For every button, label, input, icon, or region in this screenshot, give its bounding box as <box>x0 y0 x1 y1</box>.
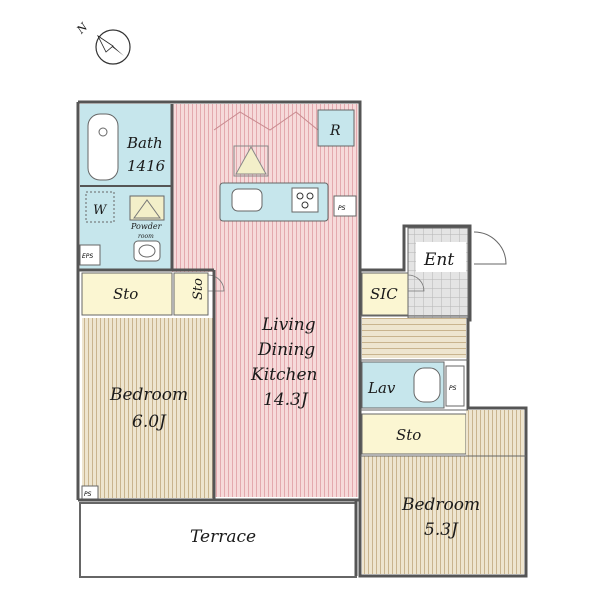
bedroom-right-size: 5.3J <box>424 520 459 540</box>
compass: N <box>74 20 131 65</box>
bath-size: 1416 <box>127 157 166 175</box>
sto-left-label: Sto <box>113 285 138 303</box>
sic <box>361 272 409 316</box>
sic-label: SIC <box>370 285 398 303</box>
bedroom-left-floor <box>82 318 214 498</box>
terrace <box>79 502 357 578</box>
ldk-size: 14.3J <box>263 390 309 410</box>
refrigerator-label: R <box>329 123 341 139</box>
toilet-icon <box>413 367 441 403</box>
powder-room-line1: Powder <box>130 222 163 231</box>
corridor <box>362 318 466 358</box>
bedroom-left-name: Bedroom <box>109 385 188 405</box>
ps-lav-label: PS <box>449 385 457 392</box>
washer-space <box>85 191 115 223</box>
ps-lav-box <box>445 365 465 407</box>
powder-room: Powder room <box>129 195 165 262</box>
bath-label: Bath <box>126 134 163 152</box>
eps-label: EPS <box>82 253 93 260</box>
sto-small-label: Sto <box>191 278 206 300</box>
bathtub-icon <box>98 127 108 137</box>
washer-label: W <box>93 203 108 218</box>
sto-right <box>361 413 467 455</box>
entrance-label: Ent <box>423 250 454 270</box>
sink-icon <box>231 188 263 212</box>
bedroom-left-size: 6.0J <box>132 412 167 432</box>
sto-left <box>81 272 173 316</box>
entrance-floor <box>407 227 469 319</box>
entry-door <box>473 231 507 265</box>
range-hood-icon <box>235 145 267 175</box>
ps-kitchen-label: PS <box>338 205 346 212</box>
ldk-line2: Dining <box>257 340 315 360</box>
terrace-label: Terrace <box>190 527 256 547</box>
ps-kitchen-box <box>333 195 357 217</box>
sink-icon <box>138 244 156 258</box>
powder-room-line2: room <box>138 233 154 240</box>
bath-room: Bath 1416 <box>87 113 166 181</box>
ldk-line3: Kitchen <box>250 365 317 385</box>
refrigerator-space <box>317 109 355 147</box>
bedroom-right-floor <box>362 456 524 574</box>
ldk-floor <box>214 104 358 497</box>
walls <box>76 100 528 578</box>
north-label: N <box>74 20 91 37</box>
bedroom-right-name: Bedroom <box>401 495 480 515</box>
sto-right-label: Sto <box>396 426 421 444</box>
sto-small <box>173 272 209 316</box>
eps-box <box>79 244 101 266</box>
ps-left-label: PS <box>84 491 92 498</box>
ldk-line1: Living <box>261 315 316 335</box>
lav-label: Lav <box>367 379 396 397</box>
